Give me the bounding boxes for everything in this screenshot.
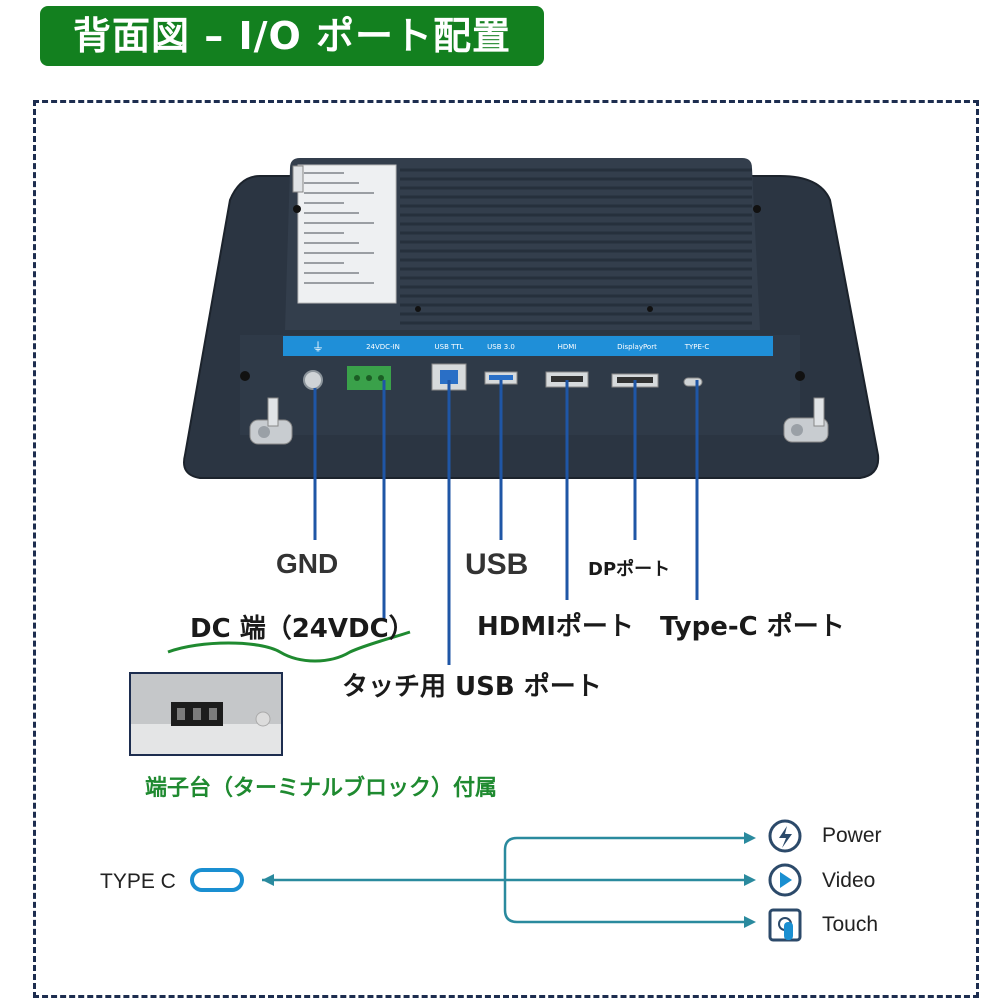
gnd-label: GND (276, 548, 339, 579)
sticker-text-line (304, 282, 374, 284)
typec-output-touch: Touch (822, 913, 879, 936)
strip-port-label: USB 3.0 (487, 343, 515, 351)
sticker-text-line (304, 212, 359, 214)
hdmi-label: HDMIポート (477, 612, 634, 642)
mounting-clamp-top (292, 165, 304, 193)
terminal-block-photo (129, 672, 283, 756)
mounting-clamp-right (783, 397, 829, 443)
strip-port-label: 24VDC-IN (366, 343, 400, 351)
sticker-text-line (304, 172, 344, 174)
touch-usb-label: タッチ用 USB ポート (342, 672, 602, 702)
mounting-clamp-left (249, 397, 293, 445)
sticker-text-line (304, 252, 374, 254)
typec-label: Type-C ポート (660, 612, 845, 642)
heat-sink-fins (400, 168, 752, 325)
strip-port-label: HDMI (558, 343, 577, 351)
dp-label: DPポート (588, 559, 671, 580)
strip-port-label: DisplayPort (617, 343, 657, 351)
port-label-strip (283, 336, 773, 356)
sticker-text-line (304, 272, 359, 274)
diagram-frame (33, 100, 979, 998)
sticker-text-line (304, 202, 344, 204)
strip-port-label: TYPE-C (684, 343, 710, 351)
typec-output-power: Power (822, 824, 882, 847)
leader-lines (313, 380, 699, 665)
typec-output-video: Video (822, 869, 876, 892)
sticker-text-line (304, 182, 359, 184)
dc-label: DC 端（24VDC） (190, 614, 415, 644)
sticker-text-line (304, 262, 344, 264)
highlight-underline (167, 630, 411, 663)
page-title: 背面図 – I/O ポート配置 (40, 6, 544, 66)
strip-port-label: USB TTL (435, 343, 464, 351)
typec-port (683, 377, 703, 387)
terminal-block-note: 端子台（ターミナルブロック）付属 (145, 776, 498, 801)
sticker-text-line (304, 192, 374, 194)
sticker-text-line (304, 222, 374, 224)
sticker-text-line (304, 242, 359, 244)
typec-source-label: TYPE C (100, 870, 176, 893)
ground-symbol-icon: ⏚ (312, 340, 324, 354)
gnd-port (303, 370, 323, 390)
usb-label: USB (465, 548, 529, 581)
sticker-text-line (304, 232, 344, 234)
